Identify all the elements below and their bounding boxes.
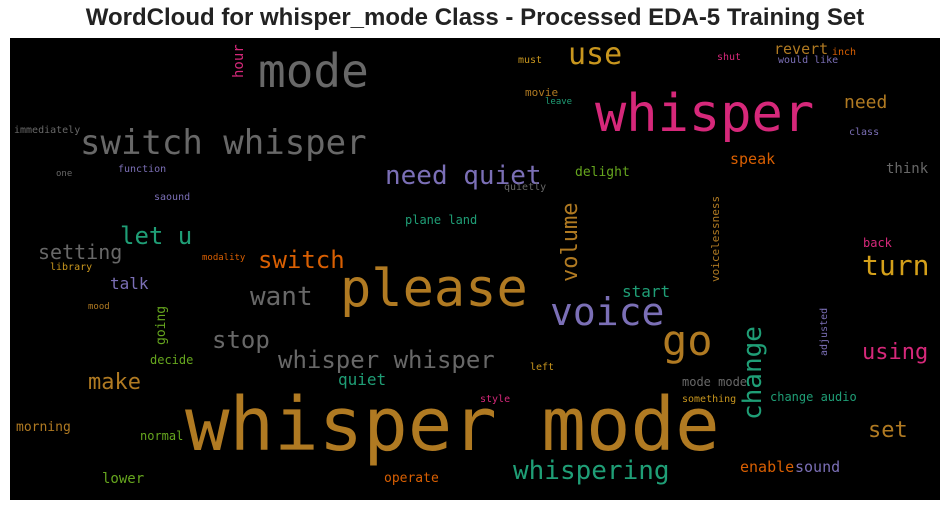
- word-volume: volume: [558, 202, 583, 283]
- word-delight: delight: [575, 165, 630, 180]
- word-need: need: [844, 92, 888, 113]
- word-let-u: let u: [120, 222, 193, 250]
- word-change: change: [738, 325, 768, 420]
- word-voicelessness: voicelessness: [709, 195, 722, 282]
- word-going: going: [154, 305, 169, 345]
- word-voice: voice: [550, 290, 665, 334]
- word-sound: sound: [795, 458, 841, 476]
- word-plane-land: plane land: [405, 213, 478, 227]
- word-must: must: [518, 55, 543, 66]
- word-mode: mode: [258, 44, 369, 98]
- word-decide: decide: [150, 353, 194, 367]
- word-movie: movie: [525, 86, 559, 99]
- word-turn: turn: [862, 249, 930, 282]
- word-modality: modality: [202, 253, 246, 263]
- word-shut: shut: [717, 52, 742, 63]
- word-saound: saound: [154, 192, 191, 203]
- word-set: set: [868, 418, 908, 443]
- word-something: something: [682, 394, 737, 405]
- word-whisper-whisper: whisper whisper: [278, 346, 495, 374]
- word-lower: lower: [102, 471, 145, 487]
- word-use: use: [568, 38, 623, 72]
- word-make: make: [88, 370, 141, 395]
- word-need-quiet: need quiet: [385, 161, 542, 191]
- word-operate: operate: [384, 471, 439, 486]
- word-normal: normal: [140, 429, 184, 443]
- word-library: library: [50, 262, 93, 273]
- word-start: start: [622, 282, 671, 301]
- word-change-audio: change audio: [770, 390, 857, 404]
- word-stop: stop: [212, 326, 270, 354]
- word-please: please: [340, 259, 528, 319]
- word-switch-whisper: switch whisper: [80, 123, 367, 163]
- word-speak: speak: [730, 150, 776, 168]
- word-go: go: [662, 316, 713, 365]
- word-setting: setting: [38, 240, 123, 264]
- word-immediately: immediately: [14, 125, 81, 136]
- word-one: one: [56, 169, 73, 179]
- word-would-like: would like: [778, 55, 839, 66]
- word-whisper: whisper: [595, 84, 815, 144]
- chart-title: WordCloud for whisper_mode Class - Proce…: [85, 4, 865, 31]
- word-enable: enable: [740, 458, 795, 476]
- word-class: class: [849, 127, 880, 138]
- word-mood: mood: [88, 302, 110, 312]
- word-style: style: [480, 394, 511, 405]
- word-whispering: whispering: [513, 456, 670, 486]
- word-function: function: [118, 164, 167, 175]
- word-morning: morning: [16, 420, 71, 435]
- word-left: left: [530, 362, 555, 373]
- word-hour: hour: [231, 43, 247, 78]
- word-quietly: quietly: [504, 182, 547, 193]
- word-want: want: [250, 282, 313, 312]
- word-think: think: [886, 161, 929, 177]
- word-switch: switch: [258, 246, 345, 274]
- word-talk: talk: [110, 274, 149, 293]
- word-whisper-mode: whisper mode: [185, 382, 720, 468]
- word-inch: inch: [832, 47, 857, 58]
- word-revert: revert: [774, 40, 829, 58]
- word-adjusted: adjusted: [819, 307, 830, 356]
- word-leave: leave: [545, 97, 573, 107]
- word-using: using: [862, 340, 929, 365]
- word-mode-mode: mode mode: [682, 375, 748, 389]
- word-back: back: [863, 236, 892, 250]
- word-quiet: quiet: [338, 370, 387, 389]
